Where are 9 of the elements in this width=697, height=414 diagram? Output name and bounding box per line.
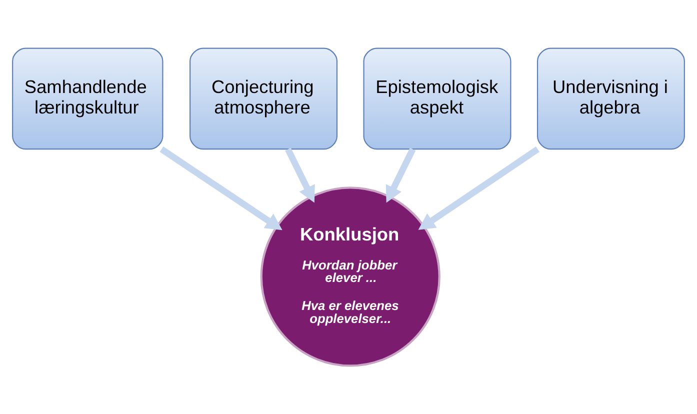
node-box: Undervisning i algebra — [536, 48, 685, 150]
arrow — [160, 146, 282, 230]
node-box: Epistemologisk aspekt — [363, 48, 512, 150]
arrow — [386, 148, 416, 203]
node-box: Samhandlende læringskultur — [12, 48, 164, 150]
arrow — [285, 148, 315, 203]
arrow — [418, 146, 540, 230]
node-circle: Konklusjon Hvordan jobber elever ... Hva er elevenes opplevelser... — [260, 186, 440, 367]
node-box: Conjecturing atmosphere — [190, 48, 338, 150]
